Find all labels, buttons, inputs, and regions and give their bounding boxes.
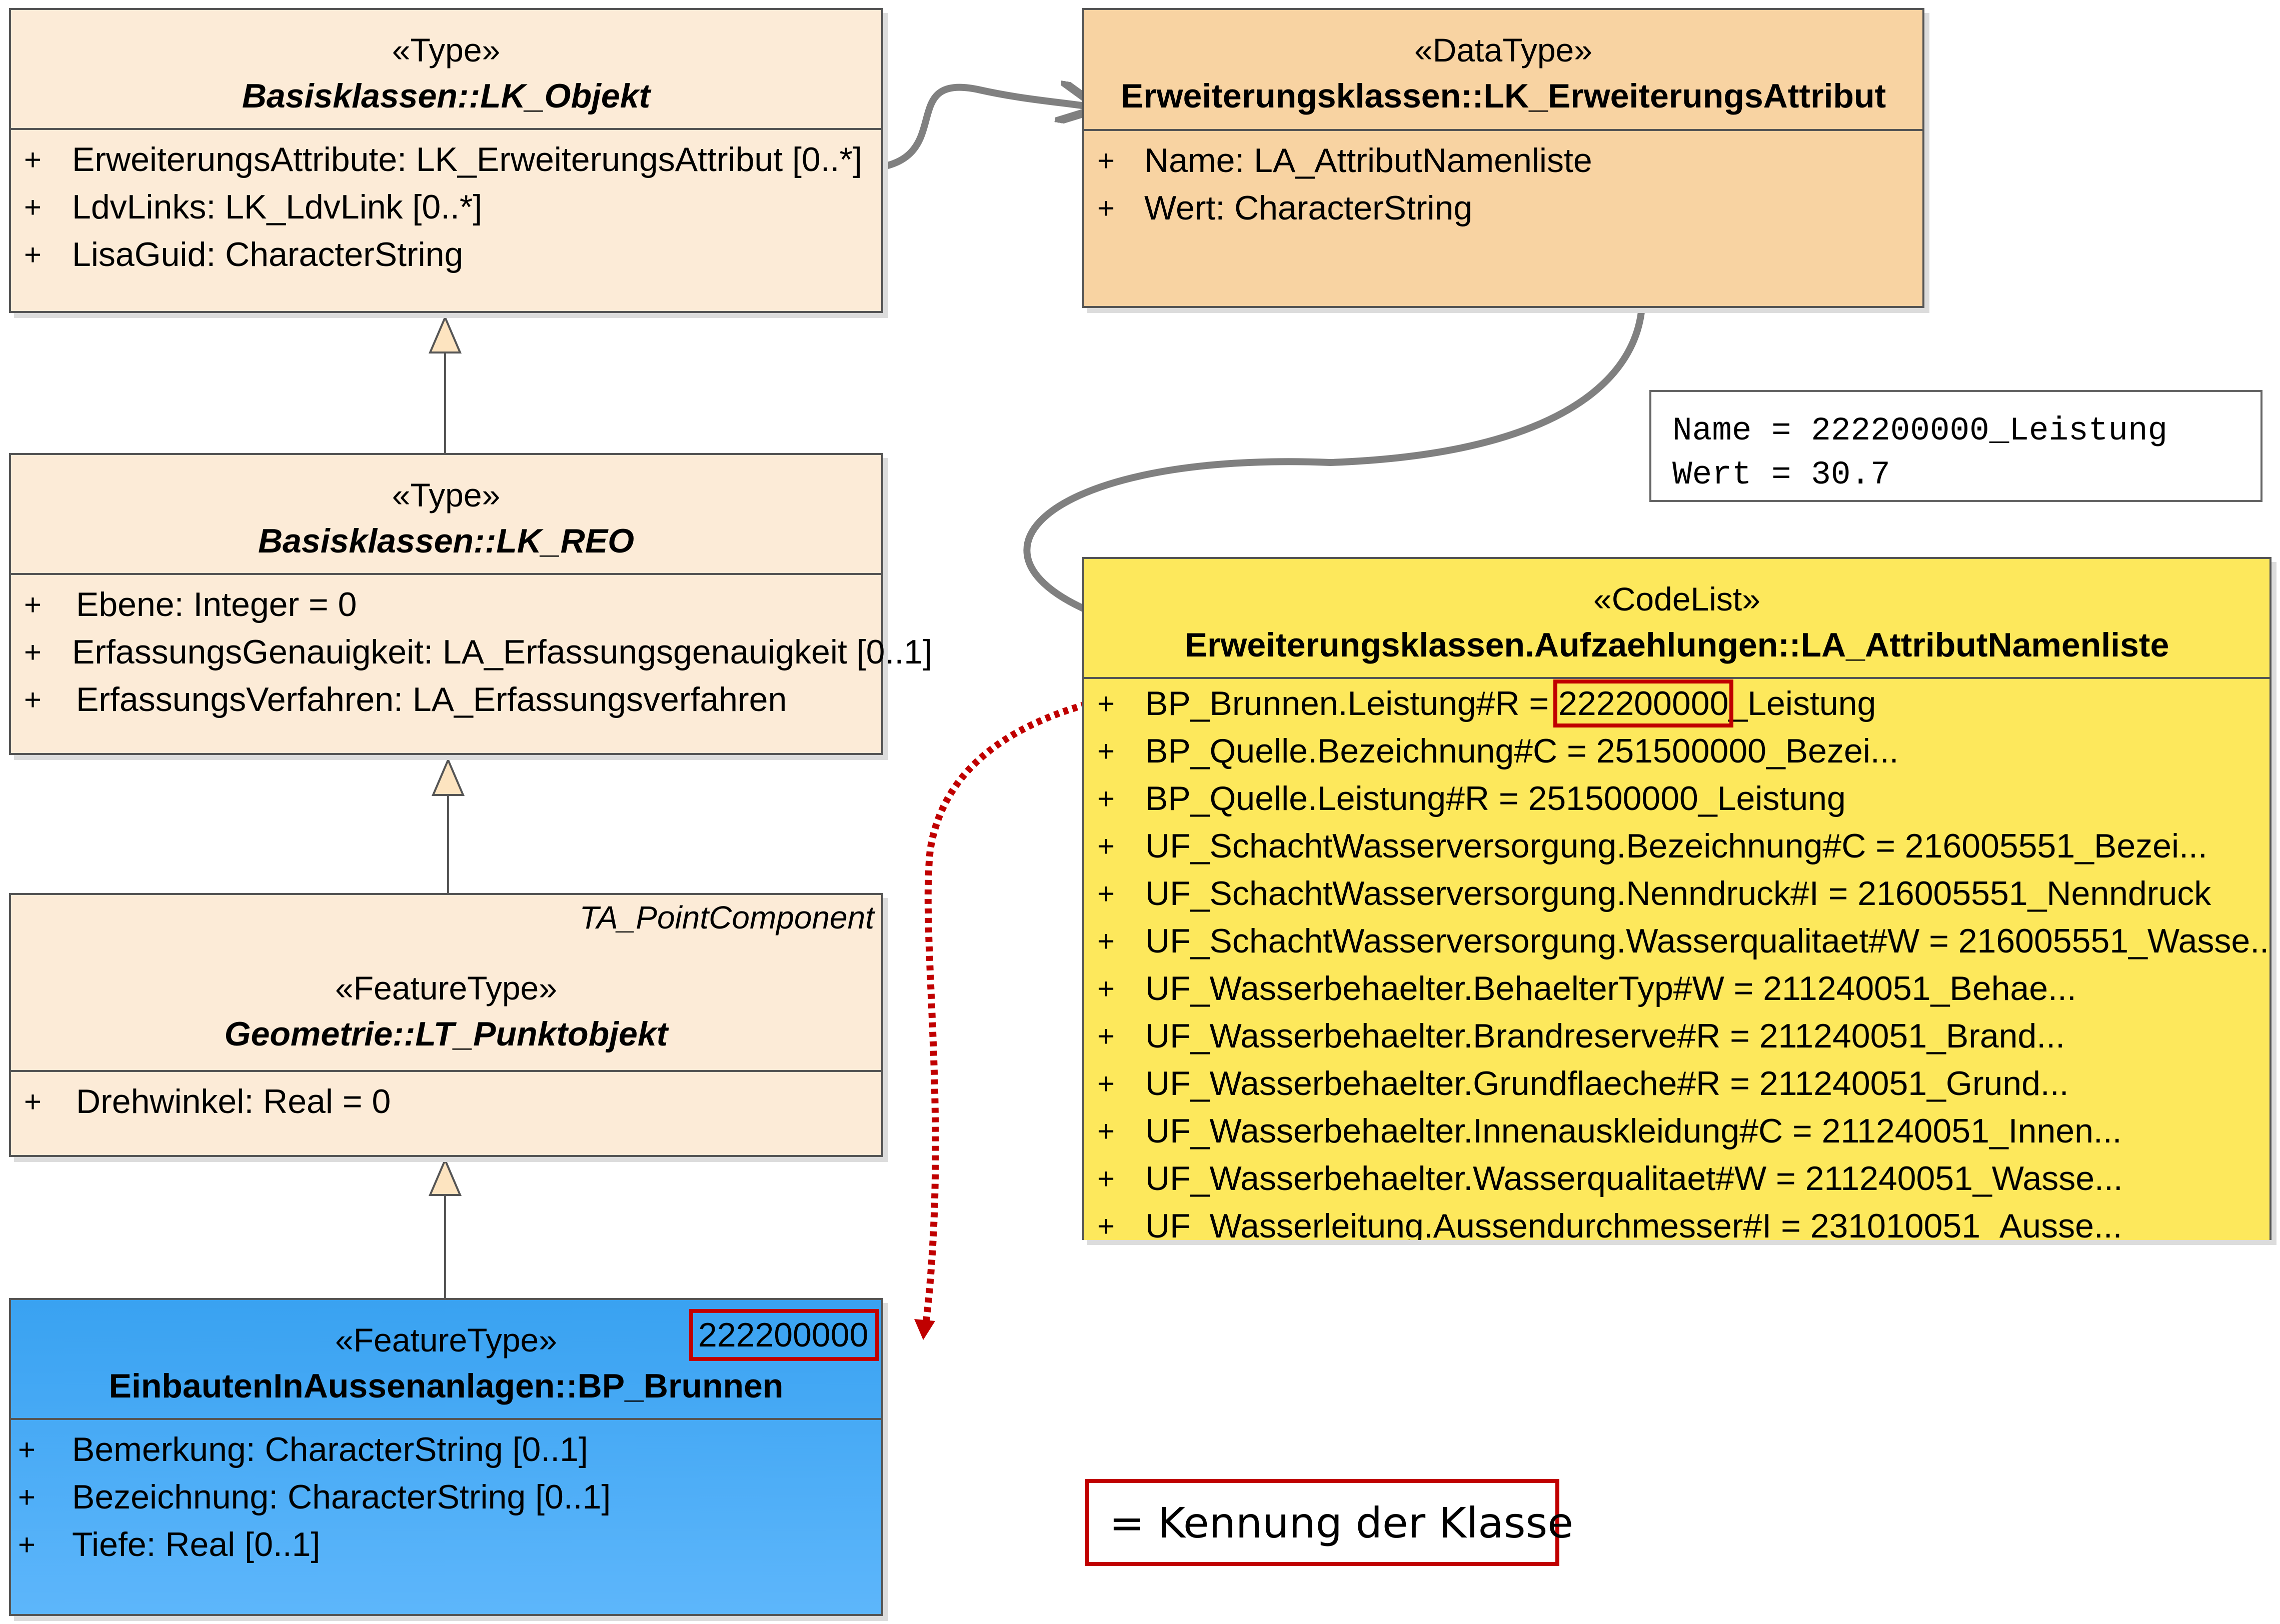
codelist-entry: +UF_SchachtWasserversorgung.Nenndruck#I … — [1097, 874, 2211, 912]
codelist-entry: +UF_Wasserbehaelter.Innenauskleidung#C =… — [1097, 1112, 2122, 1150]
class-la-attributnamenliste[interactable]: «CodeList» Erweiterungsklassen.Aufzaehlu… — [1082, 557, 2271, 1240]
class-name: Erweiterungsklassen.Aufzaehlungen::LA_At… — [1184, 626, 2169, 664]
stereotype-label: «Type» — [392, 32, 501, 68]
note-line-name: Name = 222200000_Leistung — [1672, 412, 2168, 450]
attribute-row: +Wert: CharacterString — [1097, 189, 1473, 227]
class-lk-reo[interactable]: «Type» Basisklassen::LK_REO +Ebene: Inte… — [9, 453, 932, 755]
generalization-arrowhead-punkt — [428, 1157, 462, 1196]
stereotype-label: «DataType» — [1414, 32, 1592, 68]
codelist-entry: +UF_Wasserleitung.Aussendurchmesser#I = … — [1097, 1207, 2122, 1240]
class-name: Basisklassen::LK_Objekt — [242, 77, 651, 115]
class-name: EinbautenInAussenanlagen::BP_Brunnen — [109, 1367, 784, 1405]
stereotype-label: «CodeList» — [1593, 580, 1760, 618]
class-name: Basisklassen::LK_REO — [258, 522, 635, 560]
codelist-entry: +UF_SchachtWasserversorgung.Wasserqualit… — [1097, 922, 2271, 960]
attribute-row: +Drehwinkel: Real = 0 — [24, 1082, 391, 1120]
class-id-link-arrowhead-bottom — [914, 1319, 935, 1340]
attribute-list: +Name: LA_AttributNamenliste +Wert: Char… — [1084, 131, 1922, 232]
attribute-row: +LisaGuid: CharacterString — [24, 236, 464, 274]
class-lk-erweiterungsattribut[interactable]: «DataType» Erweiterungsklassen::LK_Erwei… — [1082, 8, 1924, 308]
tagged-value-label: TA_PointComponent — [579, 900, 874, 936]
class-header: «CodeList» Erweiterungsklassen.Aufzaehlu… — [1084, 559, 2269, 679]
codelist-entry: +UF_Wasserbehaelter.Brandreserve#R = 211… — [1097, 1017, 2065, 1055]
association-arrow-erweiterungsattribut — [857, 88, 1095, 172]
attribute-list: +Drehwinkel: Real = 0 — [11, 1072, 881, 1126]
class-header: «Type» Basisklassen::LK_Objekt — [11, 10, 881, 130]
codelist-entry-highlighted: + BP_Brunnen.Leistung#R = 222200000_Leis… — [1097, 680, 1876, 728]
stereotype-label: «FeatureType» — [335, 1322, 557, 1358]
class-header: «FeatureType» EinbautenInAussenanlagen::… — [11, 1300, 881, 1420]
codelist-entry: +UF_Wasserbehaelter.Grundflaeche#R = 211… — [1097, 1064, 2069, 1102]
stereotype-label: «FeatureType» — [335, 970, 557, 1006]
class-name: Erweiterungsklassen::LK_ErweiterungsAttr… — [1120, 77, 1886, 115]
attribute-row: +Name: LA_AttributNamenliste — [1097, 142, 1592, 180]
attribute-list: +ErweiterungsAttribute: LK_ErweiterungsA… — [11, 130, 881, 278]
attribute-row: +Ebene: Integer = 0 — [24, 586, 357, 624]
legend-text: = Kennung der Klasse — [1109, 1498, 1573, 1548]
codelist-entry: +UF_SchachtWasserversorgung.Bezeichnung#… — [1097, 827, 2207, 865]
generalization-arrowhead-reo — [431, 757, 465, 796]
codelist-entry: +UF_Wasserbehaelter.Wasserqualitaet#W = … — [1097, 1160, 2123, 1198]
codelist-entry: +UF_Wasserbehaelter.BehaelterTyp#W = 211… — [1097, 970, 2076, 1008]
stereotype-label: «Type» — [392, 476, 501, 514]
attribute-list: +Bemerkung: CharacterString [0..1] +Beze… — [11, 1420, 881, 1568]
attribute-row: +LdvLinks: LK_LdvLink [0..*] — [24, 188, 483, 226]
attribute-row: +ErweiterungsAttribute: LK_ErweiterungsA… — [24, 140, 862, 178]
note-line-wert: Wert = 30.7 — [1672, 456, 1890, 494]
class-header: «DataType» Erweiterungsklassen::LK_Erwei… — [1084, 10, 1922, 131]
class-id-highlight — [689, 1309, 879, 1361]
legend-class-id: = Kennung der Klasse — [1085, 1479, 1573, 1566]
attribute-row: +Bemerkung: CharacterString [0..1] — [18, 1430, 588, 1468]
class-id-label: 222200000 — [698, 1316, 869, 1354]
generalization-arrowhead-objekt — [428, 314, 462, 354]
attribute-row: +ErfassungsGenauigkeit: LA_Erfassungsgen… — [24, 633, 932, 671]
class-lk-objekt[interactable]: «Type» Basisklassen::LK_Objekt +Erweiter… — [9, 8, 883, 313]
codelist-entry: +BP_Quelle.Leistung#R = 251500000_Leistu… — [1097, 780, 1846, 818]
attribute-list: +Ebene: Integer = 0 +ErfassungsGenauigke… — [11, 575, 932, 724]
class-bp-brunnen[interactable]: «FeatureType» EinbautenInAussenanlagen::… — [9, 1298, 883, 1616]
codelist-entry: +BP_Quelle.Bezeichnung#C = 251500000_Bez… — [1097, 732, 1899, 770]
object-note: Name = 222200000_Leistung Wert = 30.7 — [1649, 390, 2262, 502]
attribute-row: +ErfassungsVerfahren: LA_Erfassungsverfa… — [24, 680, 787, 718]
attribute-row: +Bezeichnung: CharacterString [0..1] — [18, 1478, 611, 1516]
class-header: «Type» Basisklassen::LK_REO — [11, 455, 881, 575]
class-lt-punktobjekt[interactable]: TA_PointComponent «FeatureType» Geometri… — [9, 893, 883, 1157]
class-name: Geometrie::LT_Punktobjekt — [224, 1015, 668, 1053]
codelist-id-highlight: 222200000 — [1553, 680, 1734, 728]
class-header: TA_PointComponent «FeatureType» Geometri… — [11, 895, 881, 1072]
attribute-row: +Tiefe: Real [0..1] — [18, 1526, 321, 1564]
codelist-entries: + BP_Brunnen.Leistung#R = 222200000_Leis… — [1084, 679, 2269, 1240]
